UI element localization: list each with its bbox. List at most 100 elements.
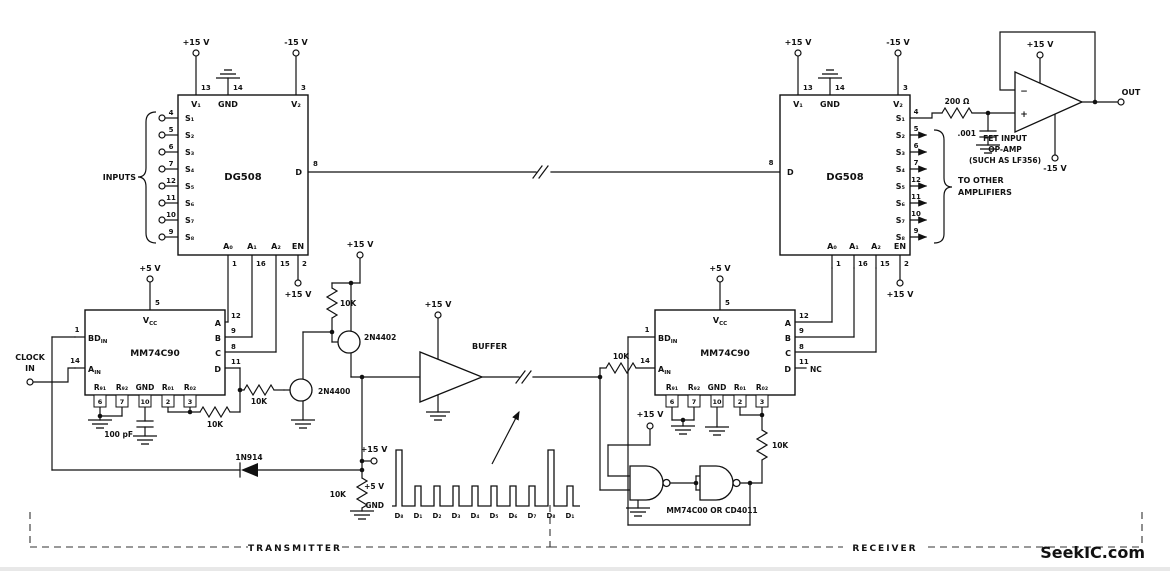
tx-counter-vcc: VCC bbox=[143, 316, 157, 327]
resistor-10k-bleed-label: 10K bbox=[330, 490, 347, 499]
rx-s3-label: S₃ bbox=[896, 148, 906, 157]
rx-mux-vminus-label: -15 V bbox=[886, 38, 910, 47]
tx-counter-qa: A bbox=[215, 319, 222, 328]
rx-mux-d: D bbox=[787, 168, 794, 177]
resistor-10k-rx-input-label: 10K bbox=[613, 352, 630, 361]
gnd-npn bbox=[290, 419, 316, 429]
tx-mux-vminus-label: -15 V bbox=[284, 38, 308, 47]
tx-mux-vplus-label: +15 V bbox=[183, 38, 211, 47]
buffer-label: BUFFER bbox=[472, 342, 507, 351]
rx-front-end-wires bbox=[599, 336, 763, 526]
rx-s7-label: S₇ bbox=[896, 216, 906, 225]
resistor-10k-rx-pull bbox=[756, 429, 768, 461]
tx-counter-qc: C bbox=[215, 349, 221, 358]
wave-tick-4: D₄ bbox=[471, 512, 480, 520]
tx-counter-bdin: BDIN bbox=[88, 334, 108, 345]
rx-counter-wires bbox=[671, 267, 877, 428]
rx-counter-pin5: 5 bbox=[725, 299, 730, 307]
diode-1n914-label: 1N914 bbox=[235, 453, 262, 462]
rx-mux-a0: A₀ bbox=[827, 242, 837, 251]
gnd-rx-counter bbox=[704, 426, 730, 436]
opamp-vminus-label: -15 V bbox=[1043, 164, 1067, 173]
tx-s5-pin: 12 bbox=[166, 177, 176, 185]
tx-mux-pin1: 1 bbox=[232, 260, 237, 268]
clock-in-label-1: CLOCK bbox=[15, 353, 45, 362]
rx-counter-pin3: 3 bbox=[760, 398, 765, 406]
opamp-desc-3: (SUCH AS LF356) bbox=[969, 156, 1041, 165]
transistor-2n4402 bbox=[337, 330, 361, 354]
tx-mux-en: EN bbox=[292, 242, 304, 251]
transmitter-section-label: TRANSMITTER bbox=[248, 544, 342, 554]
wave-gnd-label: GND bbox=[365, 501, 384, 510]
cap-001-label: .001 bbox=[957, 129, 976, 138]
rx-dg508-body bbox=[779, 94, 911, 256]
rx-counter-qd: D bbox=[784, 365, 791, 374]
tx-mux-pin3: 3 bbox=[301, 84, 306, 92]
rx-s8-label: S₈ bbox=[896, 233, 906, 242]
tx-mux-gnd: GND bbox=[218, 100, 238, 109]
tx-q-supply-label: +15 V bbox=[347, 240, 375, 249]
rx-counter-r01: R₀₁ bbox=[734, 383, 746, 392]
rx-mux-a1: A₁ bbox=[849, 242, 859, 251]
rx-s2-pin: 5 bbox=[914, 125, 919, 133]
to-other-amplifiers-brace bbox=[933, 129, 953, 244]
tx-counter-supply-label: +5 V bbox=[139, 264, 161, 273]
rx-mux-v1: V₁ bbox=[793, 100, 803, 109]
rx-counter-gnd: GND bbox=[708, 383, 727, 392]
opamp-desc-1: FET INPUT bbox=[983, 134, 1028, 143]
tx-counter-pin11: 11 bbox=[231, 358, 241, 366]
rx-s5-label: S₅ bbox=[896, 182, 906, 191]
tx-counter-pin8: 8 bbox=[231, 343, 236, 351]
tx-s7-label: S₇ bbox=[185, 216, 195, 225]
nand-gate-2 bbox=[699, 465, 734, 501]
tx-mux-pin2: 2 bbox=[302, 260, 307, 268]
tx-s3-label: S₃ bbox=[185, 148, 195, 157]
rx-counter-qb: B bbox=[785, 334, 791, 343]
to-other-label-2: AMPLIFIERS bbox=[958, 188, 1012, 197]
tx-mux-a0: A₀ bbox=[223, 242, 233, 251]
tx-mux-a2: A₂ bbox=[271, 242, 281, 251]
tx-s7-pin: 10 bbox=[166, 211, 176, 219]
tx-counter-r02: R₀₂ bbox=[184, 383, 196, 392]
opamp-plus-sign: + bbox=[1020, 110, 1028, 120]
resistor-200ohm bbox=[941, 107, 973, 119]
diode-1n914 bbox=[241, 463, 258, 477]
tx-s8-pin: 9 bbox=[169, 228, 174, 236]
rx-counter-r92: R₉₂ bbox=[688, 383, 700, 392]
gnd-bleed bbox=[349, 510, 375, 520]
tx-mux-d: D bbox=[295, 168, 302, 177]
opamp-desc-2: OP-AMP bbox=[988, 145, 1022, 154]
rx-mux-wires bbox=[797, 55, 1016, 281]
tx-counter-gnd: GND bbox=[136, 383, 155, 392]
resistor-10k-reset bbox=[199, 406, 231, 418]
rx-en-supply-label: +15 V bbox=[887, 290, 915, 299]
opamp-out-label: OUT bbox=[1122, 88, 1141, 97]
watermark: SeekIC.com bbox=[1040, 543, 1145, 562]
cap-100pf-label: 100 pF bbox=[104, 430, 133, 439]
tx-s2-pin: 5 bbox=[169, 126, 174, 134]
rx-counter-pin9: 9 bbox=[799, 327, 804, 335]
tx-mux-name: DG508 bbox=[224, 172, 261, 183]
rx-mux-pin14: 14 bbox=[835, 84, 845, 92]
opamp-vplus-label: +15 V bbox=[1027, 40, 1055, 49]
rx-mux-gnd: GND bbox=[820, 100, 840, 109]
tx-diode-feedback-wires bbox=[51, 336, 372, 512]
tx-s1-label: S₁ bbox=[185, 114, 195, 123]
tx-counter-r91: R₉₁ bbox=[94, 383, 106, 392]
nand1-bubble bbox=[662, 478, 671, 488]
tx-counter-pin9: 9 bbox=[231, 327, 236, 335]
rx-s1-pin: 4 bbox=[914, 108, 919, 116]
rx-s4-label: S₄ bbox=[896, 165, 906, 174]
rx-counter-pin2: 2 bbox=[738, 398, 743, 406]
rx-s8-pin: 9 bbox=[914, 227, 919, 235]
tx-mux-a1: A₁ bbox=[247, 242, 257, 251]
tx-mux-pin8: 8 bbox=[313, 160, 318, 168]
rx-mux-a2: A₂ bbox=[871, 242, 881, 251]
resistor-200ohm-label: 200 Ω bbox=[945, 97, 970, 106]
wave-tick-6: D₆ bbox=[509, 512, 518, 520]
tx-counter-pin2: 2 bbox=[166, 398, 171, 406]
wave-tick-5: D₅ bbox=[490, 512, 499, 520]
rx-counter-qa: A bbox=[785, 319, 792, 328]
rx-mux-pin16: 16 bbox=[858, 260, 868, 268]
